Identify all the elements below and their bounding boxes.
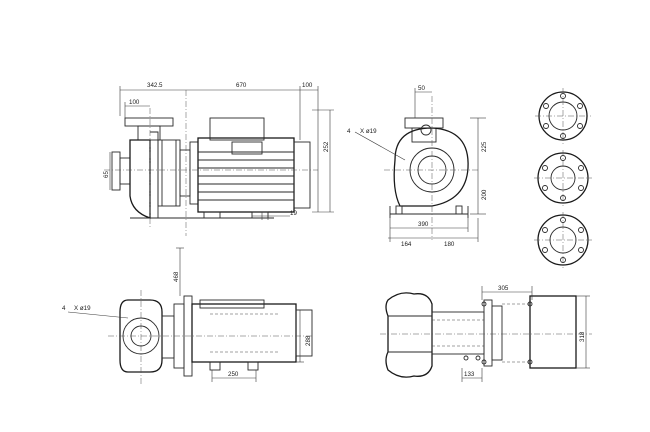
dim-lower-height: 200 — [481, 189, 488, 200]
hole-spec: X ø19 — [360, 128, 377, 135]
top-view — [67, 247, 313, 386]
top-hole-count: 4 — [62, 305, 66, 312]
dim-inlet: 65 — [103, 171, 110, 178]
base-view — [380, 286, 592, 382]
base-dim-height: 318 — [579, 331, 586, 342]
dim-motor: 670 — [236, 82, 247, 89]
dim-suction-flange: 100 — [129, 99, 140, 106]
dim-top: 50 — [418, 85, 425, 92]
dim-right: 180 — [444, 241, 455, 248]
dim-foot: 19 — [290, 210, 297, 217]
base-dim-bottom: 133 — [464, 371, 475, 378]
dim-motor-foot: 250 — [228, 371, 239, 378]
dim-motor-height: 288 — [305, 335, 312, 346]
dim-base-width: 390 — [418, 221, 429, 228]
side-view — [104, 86, 334, 236]
hole-count: 4 — [347, 128, 351, 135]
dim-shaft-height: 252 — [323, 141, 330, 152]
top-hole-spec: X ø19 — [74, 305, 91, 312]
base-dim-top: 305 — [498, 285, 509, 292]
dim-motor-end: 100 — [302, 82, 313, 89]
dim-vertical: 468 — [173, 271, 180, 282]
dim-overall-suction: 342.5 — [147, 82, 163, 89]
dim-upper-height: 225 — [481, 141, 488, 152]
dim-left: 164 — [401, 241, 412, 248]
flange-views — [534, 88, 592, 268]
front-view — [354, 88, 486, 242]
